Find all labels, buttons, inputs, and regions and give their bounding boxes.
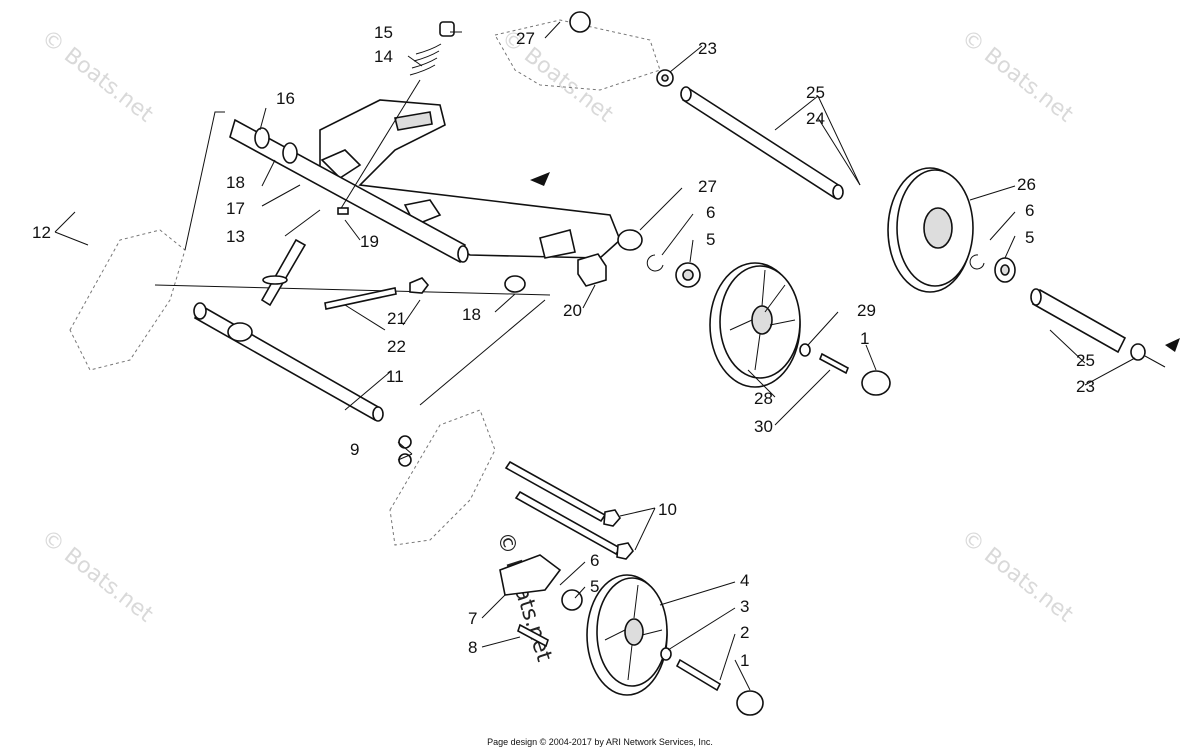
- callout-8: 8: [468, 638, 477, 657]
- callout-21: 21: [387, 309, 406, 328]
- callout-23-top: 23: [698, 39, 717, 58]
- callout-14: 14: [374, 47, 393, 66]
- bottom-bracket: [499, 554, 583, 648]
- callout-15: 15: [374, 23, 393, 42]
- callout-13: 13: [226, 227, 245, 246]
- callout-6-middle: 6: [706, 203, 715, 222]
- wheel-28-hardware: [799, 343, 891, 396]
- middle-axle-parts: [617, 229, 701, 288]
- right-spacer: [1030, 288, 1166, 368]
- callout-30: 30: [754, 417, 773, 436]
- callout-2: 2: [740, 623, 749, 642]
- callout-3: 3: [740, 597, 749, 616]
- watermark-top-left: © Boats.net: [36, 25, 157, 128]
- callout-5-right: 5: [1025, 228, 1034, 247]
- leader-lines: [54, 21, 1136, 691]
- callout-22: 22: [387, 337, 406, 356]
- watermark-top-right: © Boats.net: [956, 25, 1077, 128]
- callout-1-middle: 1: [860, 329, 869, 348]
- callout-27-top: 27: [516, 29, 535, 48]
- callout-10: 10: [658, 500, 677, 519]
- callout-25-top: 25: [806, 83, 825, 102]
- bottom-bolts: [398, 435, 634, 560]
- watermark-top-middle: © Boats.net: [496, 25, 617, 128]
- wheel-4-hardware: [660, 647, 764, 716]
- callouts: 15 14 16 18 17 13 12 19 21 22 18 20 11 9…: [32, 23, 1095, 670]
- page-footer: Page design © 2004-2017 by ARI Network S…: [487, 737, 713, 747]
- callout-18-upper: 18: [226, 173, 245, 192]
- callout-20: 20: [563, 301, 582, 320]
- upper-shaft: [229, 118, 469, 264]
- callout-11: 11: [386, 367, 404, 386]
- callout-7: 7: [468, 609, 477, 628]
- callout-28: 28: [754, 389, 773, 408]
- callout-16: 16: [276, 89, 295, 108]
- wheel-4: [586, 574, 668, 696]
- frame-rail-bottom: [389, 299, 546, 546]
- frame-rail-top-right: [494, 19, 661, 91]
- link-rod: [260, 238, 307, 307]
- frame-rail-left: [69, 111, 551, 371]
- callout-23-right: 23: [1076, 377, 1095, 396]
- callout-24: 24: [806, 109, 825, 128]
- callout-5-bottom: 5: [590, 577, 599, 596]
- set-screw-19: [337, 207, 349, 215]
- callout-26: 26: [1017, 175, 1036, 194]
- callout-1-bottom: 1: [740, 651, 749, 670]
- callout-27-middle: 27: [698, 177, 717, 196]
- callout-17: 17: [226, 199, 245, 218]
- callout-29: 29: [857, 301, 876, 320]
- direction-arrow-right: [1165, 338, 1180, 352]
- lower-shaft: [193, 302, 384, 422]
- watermark-bottom-left: © Boats.net: [36, 525, 157, 628]
- callout-25-right: 25: [1076, 351, 1095, 370]
- bushing-18-lower: [504, 275, 526, 293]
- callout-18-lower: 18: [462, 305, 481, 324]
- wheel-28: [709, 262, 801, 388]
- callout-12: 12: [32, 223, 51, 242]
- watermark-bottom-right: © Boats.net: [956, 525, 1077, 628]
- wheel-26: [887, 167, 1016, 293]
- bolt-22: [324, 277, 430, 310]
- upper-right-axle: [569, 11, 844, 200]
- direction-arrow-center: [530, 172, 550, 186]
- callout-4: 4: [740, 571, 749, 590]
- callout-6-bottom: 6: [590, 551, 599, 570]
- callout-6-right: 6: [1025, 201, 1034, 220]
- spring: [339, 21, 455, 211]
- block-20: [577, 253, 607, 287]
- callout-9: 9: [350, 440, 359, 459]
- callout-19: 19: [360, 232, 379, 251]
- callout-5-middle: 5: [706, 230, 715, 249]
